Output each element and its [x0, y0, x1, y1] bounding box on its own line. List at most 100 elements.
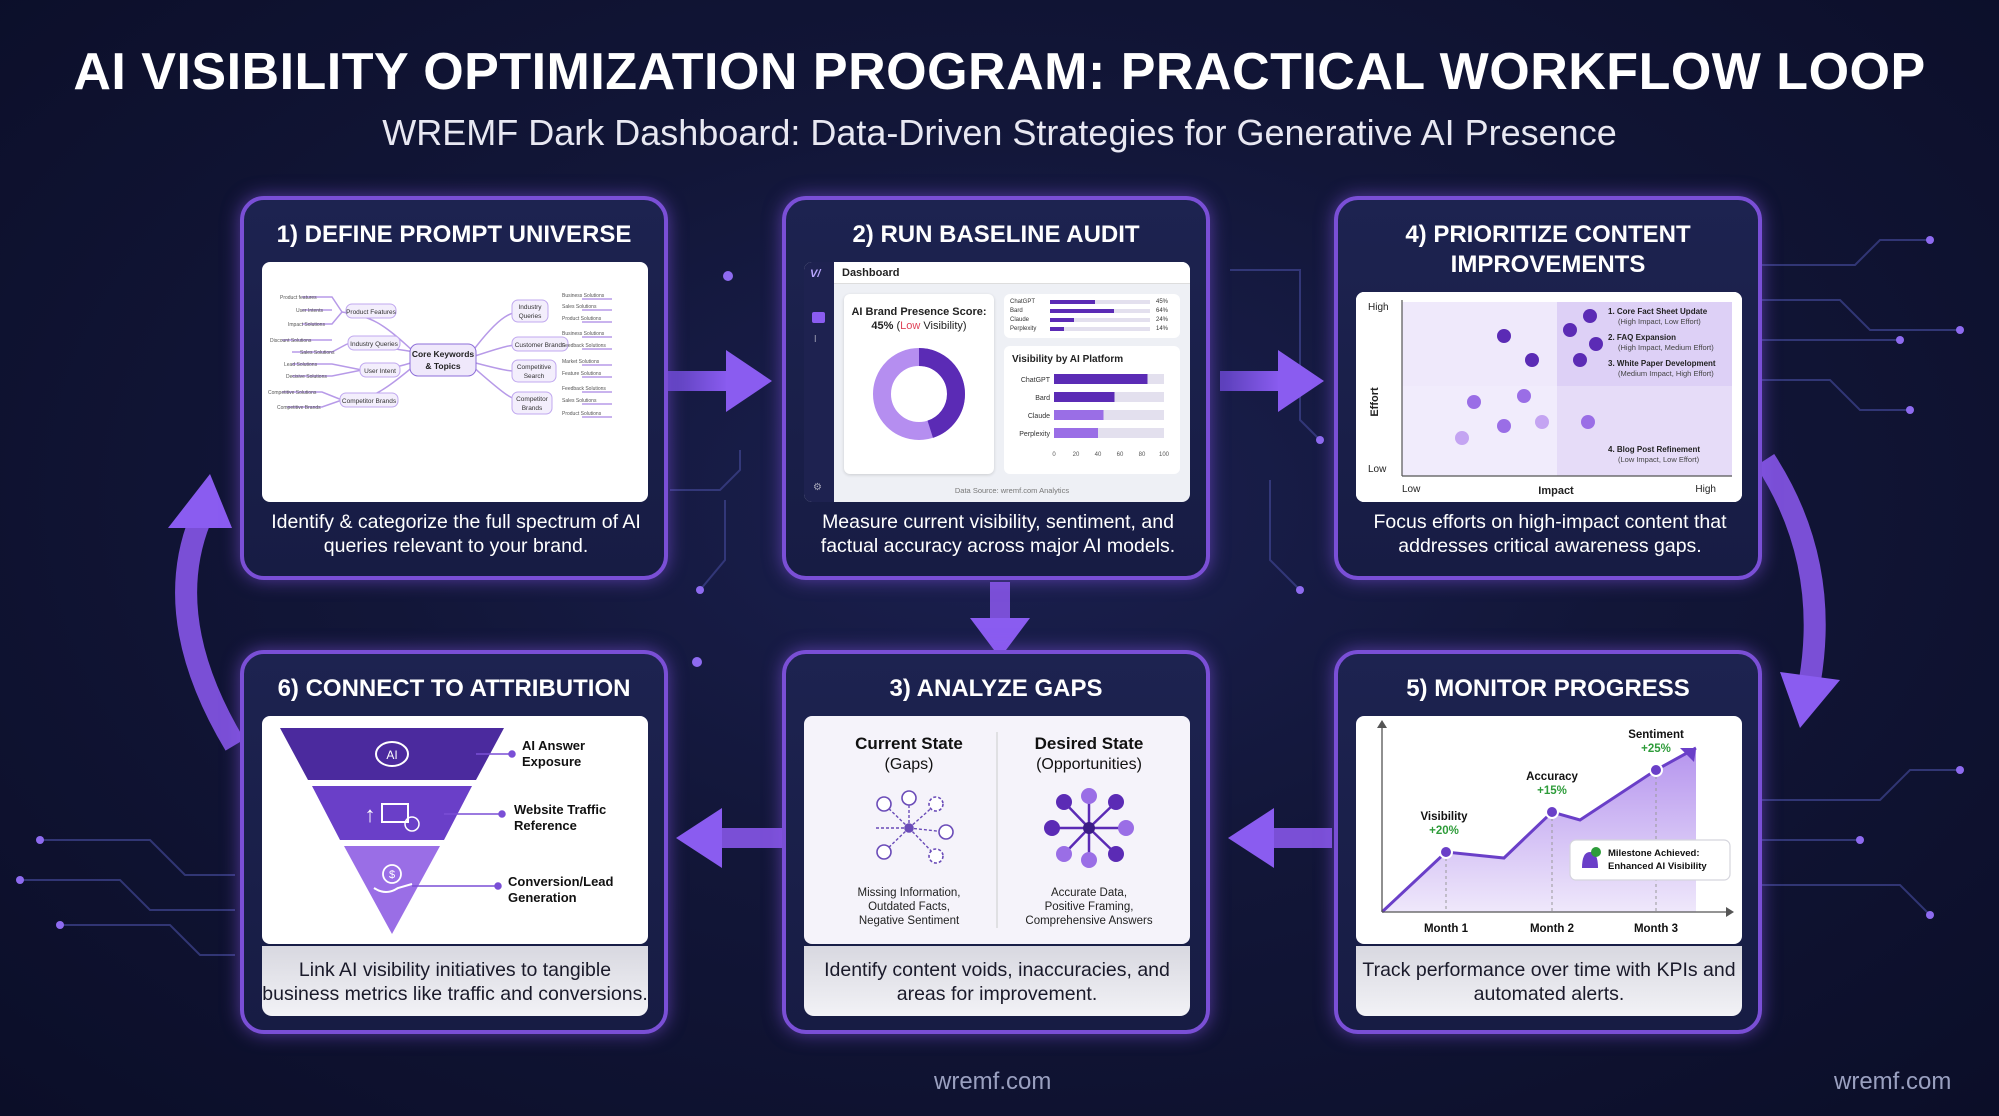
svg-text:Feature Solutions: Feature Solutions	[562, 371, 602, 377]
svg-text:Industry Queries: Industry Queries	[350, 341, 398, 348]
gap-caption: Missing Information,	[858, 887, 961, 899]
step-2-title: 2) RUN BASELINE AUDIT	[852, 221, 1140, 248]
funnel-label: AI Answer	[522, 738, 585, 753]
matrix-point	[1525, 353, 1539, 367]
mindmap-center-node	[409, 343, 477, 377]
opportunity-network-icon	[1044, 788, 1134, 868]
step-3-card: 3) ANALYZE GAPS Current State (Gaps) Des…	[782, 650, 1210, 1034]
metric-change: +15%	[1537, 785, 1567, 797]
step-5-title: 5) MONITOR PROGRESS	[1406, 675, 1690, 702]
matrix-y-label: Effort	[1369, 387, 1381, 417]
mini-row-value: 64%	[1156, 308, 1169, 314]
svg-text:Competitor Brands: Competitor Brands	[342, 398, 397, 405]
score-low-label: Low	[900, 320, 921, 332]
analytics-nav-icon[interactable]: ⅼ	[814, 334, 817, 344]
matrix-y-low: Low	[1368, 464, 1387, 475]
step-4-title: 4) PRIORITIZE CONTENT IMPROVEMENTS	[1405, 221, 1691, 278]
matrix-point	[1535, 415, 1549, 429]
priority-item-note: (High Impact, Low Effort)	[1618, 317, 1701, 326]
arrow-3-to-6	[676, 808, 782, 868]
footer-url-right[interactable]: wremf.com	[1834, 1068, 1952, 1095]
dashboard-nav-icon[interactable]	[812, 312, 825, 323]
mini-row-bar	[1050, 309, 1150, 313]
platform-bar	[1054, 428, 1098, 438]
globe-icon	[404, 816, 420, 832]
milestone-line1: Milestone Achieved:	[1608, 848, 1700, 859]
svg-text:Lead Solutions: Lead Solutions	[284, 362, 318, 368]
mini-row-bar	[1050, 327, 1150, 331]
funnel-stage-2	[312, 786, 472, 840]
priority-item-title: 2. FAQ Expansion	[1608, 333, 1676, 342]
svg-text:Feedback Solutions: Feedback Solutions	[562, 343, 606, 349]
opportunity-caption: Comprehensive Answers	[1025, 915, 1152, 927]
month-tick: Month 3	[1634, 923, 1678, 935]
platform-bar-label: Claude	[1028, 413, 1050, 420]
milestone-alert[interactable]: Milestone Achieved: Enhanced AI Visibili…	[1569, 839, 1731, 881]
priority-item-note: (Low Impact, Low Effort)	[1618, 455, 1700, 464]
matrix-point	[1583, 309, 1597, 323]
attribution-funnel: AI ↑ $ AI Answer Exposure Website Traffi…	[262, 716, 648, 944]
step-3-description-box: Identify content voids, inaccuracies, an…	[804, 946, 1190, 1016]
opportunity-caption: Accurate Data,	[1051, 887, 1127, 899]
priority-item-note: (Medium Impact, High Effort)	[1618, 369, 1714, 378]
mini-row-value: 24%	[1156, 317, 1169, 323]
priority-item-note: (High Impact, Medium Effort)	[1618, 343, 1714, 352]
platform-x-tick: 40	[1095, 452, 1102, 458]
svg-text:Feedback Solutions: Feedback Solutions	[562, 386, 606, 392]
check-icon	[1591, 847, 1601, 857]
svg-text:Industry: Industry	[518, 304, 542, 311]
svg-text:Sales Solutions: Sales Solutions	[562, 304, 597, 310]
funnel-label: Exposure	[522, 754, 581, 769]
arrow-5-to-3	[1228, 808, 1332, 868]
bar-chart-title: Visibility by AI Platform	[1012, 354, 1124, 365]
step-4-description: Focus efforts on high-impact content tha…	[1373, 511, 1727, 557]
metric-change: +25%	[1641, 743, 1671, 755]
svg-text:Product Features: Product Features	[346, 309, 397, 316]
donut-arc-filled	[873, 348, 965, 440]
arrow-2-to-3	[970, 582, 1030, 658]
step-2-description: Measure current visibility, sentiment, a…	[820, 511, 1176, 557]
platform-x-tick: 0	[1052, 452, 1056, 458]
page-title: AI VISIBILITY OPTIMIZATION PROGRAM: PRAC…	[73, 43, 1926, 101]
metric-label: Sentiment	[1628, 729, 1684, 741]
settings-gear-icon[interactable]: ⚙	[813, 482, 822, 493]
platform-bar-track	[1054, 410, 1164, 420]
step-3-description: Identify content voids, inaccuracies, an…	[824, 959, 1170, 1005]
dollar-icon: $	[389, 869, 395, 881]
traffic-arrow-icon: ↑	[365, 802, 376, 827]
coin-icon	[382, 864, 402, 884]
arrow-6-to-1	[168, 474, 245, 751]
svg-text:Brands: Brands	[522, 405, 543, 412]
mindmap-center-line2: & Topics	[425, 361, 461, 371]
step-5-card: 5) MONITOR PROGRESS Vis	[1334, 650, 1762, 1034]
current-state-sub: (Gaps)	[885, 756, 934, 773]
desired-state-heading: Desired State	[1035, 734, 1144, 753]
svg-text:Competitive Solutions: Competitive Solutions	[268, 390, 317, 396]
score-label: AI Brand Presence Score:	[851, 306, 987, 318]
dashboard-sidebar: V/ ⅼ ⚙	[804, 262, 834, 502]
platform-x-tick: 80	[1139, 452, 1146, 458]
svg-text:Customer Brands: Customer Brands	[515, 342, 566, 349]
sentiment-point	[1649, 763, 1663, 777]
matrix-y-high: High	[1368, 302, 1389, 313]
mini-row-name: Bard	[1010, 308, 1023, 314]
accuracy-point	[1545, 805, 1559, 819]
funnel-stage-1	[280, 728, 504, 780]
funnel-label: Reference	[514, 818, 577, 833]
score-value-line: 45% (Low Visibility)	[871, 320, 967, 332]
footer-url-center[interactable]: wremf.com	[934, 1068, 1052, 1095]
mini-row-bar	[1050, 318, 1150, 322]
matrix-point	[1563, 323, 1577, 337]
platform-x-tick: 100	[1159, 452, 1170, 458]
platform-bar	[1054, 410, 1104, 420]
step-5-description: Track performance over time with KPIs an…	[1362, 959, 1736, 1005]
dashboard-header: Dashboard	[842, 267, 900, 279]
platform-x-tick: 20	[1073, 452, 1080, 458]
funnel-label: Website Traffic	[514, 802, 606, 817]
svg-text:Sales Solutions: Sales Solutions	[562, 398, 597, 404]
step-6-description-box: Link AI visibility initiatives to tangib…	[262, 946, 648, 1016]
matrix-point	[1497, 329, 1511, 343]
